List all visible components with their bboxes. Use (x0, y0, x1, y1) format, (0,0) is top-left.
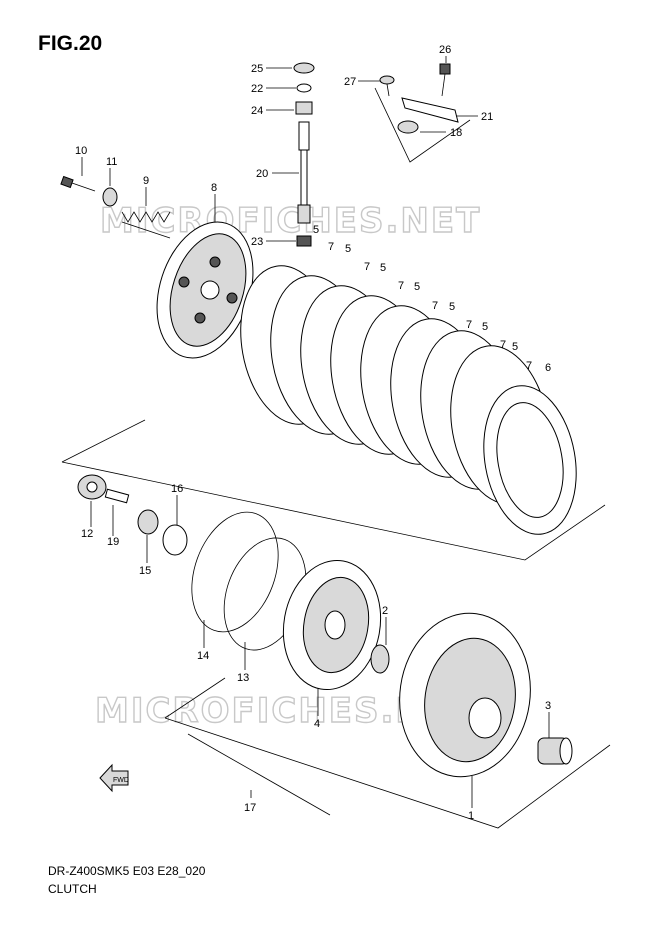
primary-driven-gear-part (399, 612, 573, 778)
callout-19: 19 (107, 536, 119, 548)
callout-labels: 25 22 24 20 23 27 26 21 18 10 11 9 8 5 7… (75, 44, 551, 822)
callout-12: 12 (81, 528, 93, 540)
model-code: DR-Z400SMK5 E03 E28_020 (48, 864, 206, 878)
release-arm-part (379, 63, 459, 134)
callout-18: 18 (450, 127, 462, 139)
callout-1: 1 (468, 810, 474, 822)
watermark-top: MICROFICHES.NET (100, 201, 481, 241)
fwd-arrow-icon: FWD (99, 763, 129, 793)
callout-5c: 5 (380, 262, 386, 274)
bolt-part (60, 175, 96, 192)
callout-5d: 5 (414, 281, 420, 293)
callout-25: 25 (251, 63, 263, 75)
callout-26: 26 (439, 44, 451, 56)
section-name: CLUTCH (48, 882, 97, 896)
callout-7f: 7 (500, 339, 506, 351)
callout-5e: 5 (449, 301, 455, 313)
callout-11: 11 (106, 156, 117, 168)
assembly-frame-lines (61, 87, 611, 829)
figure-title: FIG.20 (38, 32, 103, 55)
callout-20: 20 (256, 168, 268, 180)
callout-14: 14 (197, 650, 209, 662)
push-rod-part (293, 62, 315, 247)
leader-lines (81, 56, 550, 808)
fwd-label: FWD (113, 777, 129, 784)
callout-7d: 7 (432, 300, 438, 312)
callout-7g: 7 (526, 360, 532, 372)
callout-10: 10 (75, 145, 87, 157)
callout-4: 4 (314, 718, 320, 730)
callout-2: 2 (382, 605, 388, 617)
washer-part (102, 187, 118, 207)
callout-5f: 5 (482, 321, 488, 333)
callout-5g: 5 (512, 341, 518, 353)
callout-5a: 5 (313, 224, 319, 236)
bearing-part (77, 474, 188, 556)
callout-6: 6 (545, 362, 551, 374)
callout-16: 16 (171, 483, 183, 495)
callout-27: 27 (344, 76, 356, 88)
callout-8: 8 (211, 182, 217, 194)
callout-23: 23 (251, 236, 263, 248)
clutch-plates-stack (240, 265, 577, 535)
pressure-plate-part (156, 221, 254, 359)
callout-3: 3 (545, 700, 551, 712)
long-rod-part (187, 733, 331, 816)
callout-15: 15 (139, 565, 151, 577)
callout-7a: 7 (328, 241, 334, 253)
callout-5b: 5 (345, 243, 351, 255)
callout-7b: 7 (364, 261, 370, 273)
callout-17: 17 (244, 802, 256, 814)
callout-24: 24 (251, 105, 263, 117)
callout-7c: 7 (398, 280, 404, 292)
callout-21: 21 (481, 111, 493, 123)
clutch-spring-part (121, 211, 171, 239)
callout-7e: 7 (466, 319, 472, 331)
callout-9: 9 (143, 175, 149, 187)
callout-13: 13 (237, 672, 249, 684)
callout-22: 22 (251, 83, 263, 95)
sleeve-hub-part (282, 559, 390, 691)
